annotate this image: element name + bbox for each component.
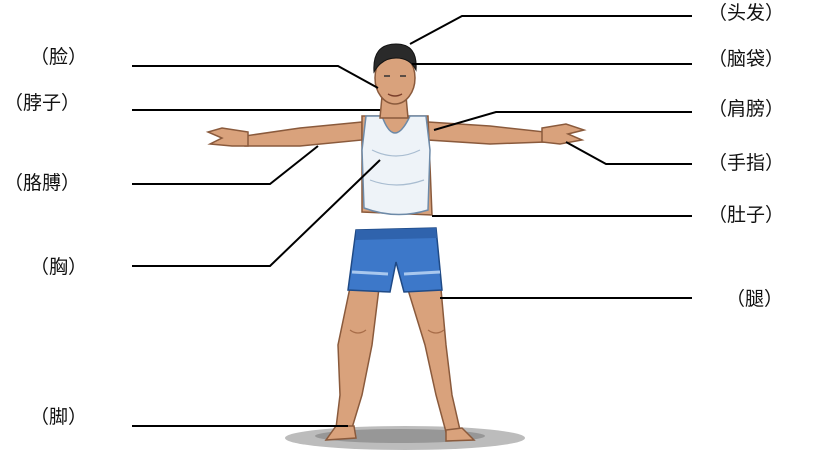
label-hair: （头发） [708,4,784,23]
line-chest [132,160,380,266]
line-arm [132,146,318,184]
line-face [132,66,378,88]
label-belly: （肚子） [708,206,784,225]
label-foot: （脚） [30,408,87,427]
label-finger: （手指） [708,154,784,173]
legs [326,278,474,441]
label-head: （脑袋） [708,50,784,69]
label-chest: （胸） [30,258,87,277]
torso [362,116,432,215]
label-shoulder: （肩膀） [708,100,784,119]
shorts [348,228,442,292]
line-finger [566,142,692,164]
line-hair [410,16,692,44]
head [374,44,416,118]
label-neck: （脖子） [4,94,80,113]
label-arm: （胳膊） [4,174,80,193]
label-face: （脸） [30,48,87,67]
label-leg: （腿） [726,290,783,309]
